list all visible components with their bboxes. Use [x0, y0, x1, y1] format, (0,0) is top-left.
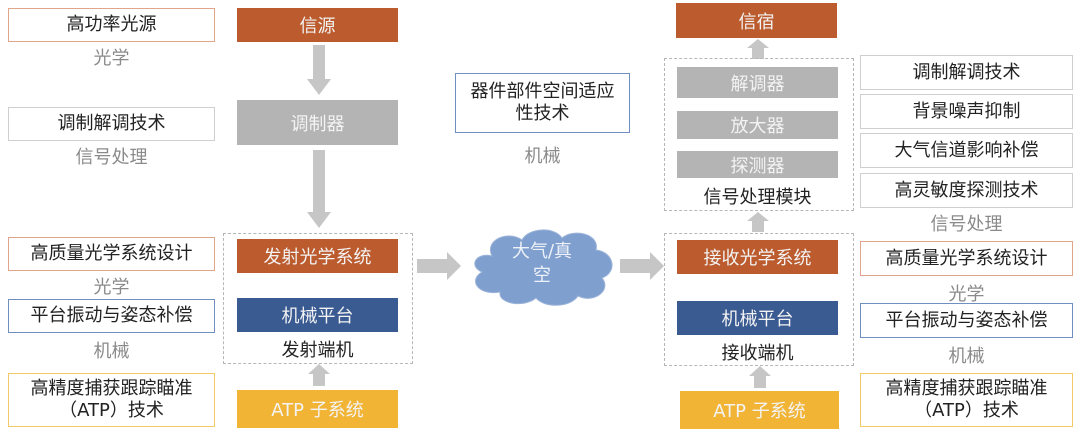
right-arrow-icon	[620, 252, 664, 280]
tech-box-label: 平台振动与姿态补偿	[30, 305, 193, 326]
down-arrow-icon	[307, 45, 331, 95]
tech-box-label: 调制解调技术	[912, 61, 1021, 83]
category-label-signal-processing: 信号处理	[75, 147, 148, 168]
tech-box-label: 大气信道影响补偿	[894, 139, 1039, 161]
receiver-label: 接收端机	[677, 339, 838, 365]
up-arrow-icon	[308, 364, 330, 386]
receive-platform-block: 机械平台	[677, 301, 838, 335]
source-label: 信源	[299, 16, 336, 37]
sink-label: 信宿	[738, 11, 775, 33]
tech-box-high-power-source: 高功率光源	[8, 8, 215, 42]
tech-box-label: 高质量光学系统设计	[30, 243, 193, 264]
tech-box-atp: 高精度捕获跟踪瞄准（ATP）技术	[860, 373, 1073, 427]
channel-label: 大气/真空	[511, 241, 573, 286]
tech-box-label: 高功率光源	[66, 14, 157, 35]
tech-box-atp: 高精度捕获跟踪瞄准（ATP）技术	[8, 373, 215, 427]
tech-box-optical-design: 高质量光学系统设计	[8, 237, 215, 271]
tech-box-modulation: 调制解调技术	[8, 107, 215, 141]
receiver-group	[664, 233, 854, 366]
transmit-platform-block: 机械平台	[237, 298, 398, 332]
signal-processing-group	[664, 58, 854, 211]
demodulator-label: 解调器	[730, 73, 785, 95]
down-arrow-icon	[307, 150, 331, 228]
transmit-atp-label: ATP 子系统	[271, 400, 364, 421]
detector-block: 探测器	[677, 151, 838, 178]
tech-box-label: 背景噪声抑制	[912, 100, 1021, 122]
detector-label: 探测器	[730, 155, 785, 177]
receive-atp-block: ATP 子系统	[680, 391, 839, 429]
source-block: 信源	[237, 8, 398, 42]
category-label-optics: 光学	[93, 277, 130, 298]
transmit-optics-block: 发射光学系统	[237, 239, 398, 273]
category-label-signal-processing: 信号处理	[930, 214, 1003, 235]
transmit-atp-block: ATP 子系统	[237, 390, 398, 428]
receive-optics-label: 接收光学系统	[703, 248, 812, 269]
tech-box-platform-vibration: 平台振动与姿态补偿	[860, 303, 1073, 338]
right-arrow-icon	[417, 252, 461, 280]
tech-box-label: 高质量光学系统设计	[885, 247, 1048, 269]
tech-box-label: 高精度捕获跟踪瞄准（ATP）技术	[30, 378, 193, 421]
tech-box-label: 调制解调技术	[57, 113, 166, 134]
modulator-block: 调制器	[237, 100, 398, 145]
tech-box-platform-vibration: 平台振动与姿态补偿	[8, 299, 215, 333]
receive-platform-label: 机械平台	[721, 309, 794, 330]
transmit-platform-label: 机械平台	[281, 306, 354, 327]
category-label-mechanical: 机械	[93, 341, 130, 362]
tech-box-label: 高精度捕获跟踪瞄准（ATP）技术	[885, 378, 1048, 421]
tech-box-background-noise: 背景噪声抑制	[860, 94, 1073, 129]
up-arrow-icon	[747, 39, 769, 59]
category-label-mechanical: 机械	[948, 346, 985, 367]
tech-box-label: 平台振动与姿态补偿	[885, 309, 1048, 331]
transmitter-group	[223, 233, 413, 364]
modulator-label: 调制器	[290, 113, 345, 135]
demodulator-block: 解调器	[677, 67, 838, 98]
tech-box-high-sensitivity-detection: 高灵敏度探测技术	[860, 173, 1073, 208]
category-label-optics: 光学	[93, 48, 130, 69]
category-label-mechanical: 机械	[524, 146, 561, 167]
transmitter-label: 发射端机	[237, 336, 398, 362]
channel-cloud-icon	[474, 229, 613, 306]
tech-box-space-adaptability: 器件部件空间适应性技术	[455, 73, 630, 133]
up-arrow-icon	[747, 212, 769, 232]
amplifier-block: 放大器	[677, 111, 838, 139]
tech-box-optical-design: 高质量光学系统设计	[860, 241, 1073, 276]
sink-block: 信宿	[676, 3, 837, 38]
category-label-optics: 光学	[948, 284, 985, 305]
tech-box-atmospheric-compensation: 大气信道影响补偿	[860, 133, 1073, 168]
up-arrow-icon	[749, 366, 771, 388]
tech-box-label: 高灵敏度探测技术	[894, 179, 1039, 201]
tech-box-modulation: 调制解调技术	[860, 55, 1073, 90]
amplifier-label: 放大器	[730, 116, 785, 137]
transmit-optics-label: 发射光学系统	[263, 247, 372, 268]
receive-optics-block: 接收光学系统	[677, 240, 838, 274]
tech-box-label: 器件部件空间适应性技术	[470, 81, 615, 124]
signal-processing-label: 信号处理模块	[677, 183, 838, 209]
receive-atp-label: ATP 子系统	[713, 401, 806, 422]
